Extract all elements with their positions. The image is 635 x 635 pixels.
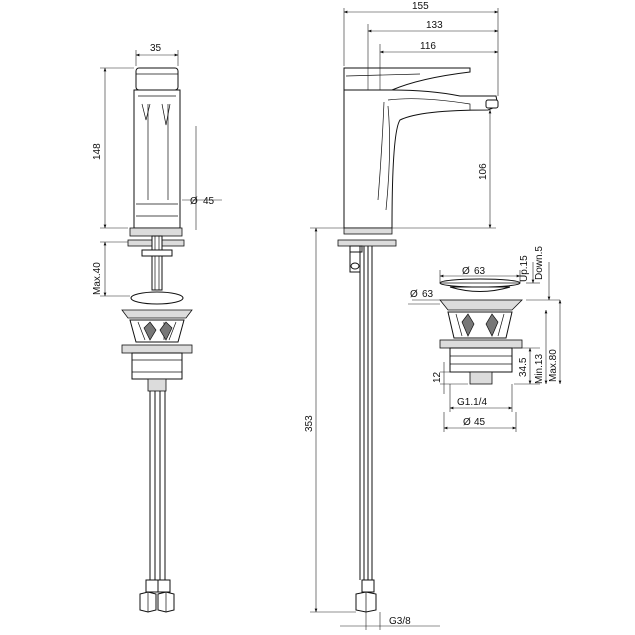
side-width-label: 35: [150, 43, 162, 54]
waste-flange-diameter-label: 63: [422, 289, 434, 300]
front-spout-lever: [343, 67, 471, 91]
waste-thread-label: G1.1/4: [457, 397, 487, 408]
waste-min-label: Min.13: [534, 354, 545, 384]
waste-base-diameter-symbol: Ø: [463, 417, 471, 428]
front-hose-length-label: 353: [304, 415, 315, 432]
waste-base-diameter-label: 45: [474, 417, 486, 428]
waste-top-diameter-label: 63: [474, 266, 486, 277]
waste-detail: Ø 63 Ø 63 Up.15 Down.5 34.5 Min.13 Max.8…: [408, 246, 562, 432]
front-total-width-label: 155: [412, 1, 429, 12]
waste-max-label: Max.80: [548, 349, 559, 382]
waste-up-label: Up.15: [519, 255, 530, 282]
side-diameter-label: 45: [203, 196, 215, 207]
waste-down-label: Down.5: [534, 246, 545, 280]
front-hose-thread-label: G3/8: [389, 616, 411, 627]
front-hoses: [355, 246, 377, 613]
front-outlet-reach-label: 116: [420, 41, 436, 52]
side-diameter-symbol: Ø: [190, 196, 198, 207]
waste-body-height-label: 34.5: [518, 357, 529, 377]
side-height-label: 148: [92, 143, 103, 160]
side-view: 35 148 Max.40 Ø 45: [92, 43, 222, 613]
side-body: [133, 89, 181, 229]
front-view: 155 133 116 106 353 G3/8: [304, 1, 499, 630]
front-body: [343, 89, 499, 229]
waste-flange-diameter-symbol: Ø: [410, 289, 418, 300]
front-spout-reach-label: 133: [426, 20, 443, 31]
front-outlet-height-label: 106: [478, 163, 489, 180]
waste-top-diameter-symbol: Ø: [462, 266, 470, 277]
side-waste-cap: [130, 291, 184, 305]
side-handle-cap: [135, 67, 179, 91]
waste-nut-height-label: 12: [432, 371, 443, 383]
side-deck-max-label: Max.40: [92, 262, 103, 295]
side-hoses: [139, 391, 175, 613]
